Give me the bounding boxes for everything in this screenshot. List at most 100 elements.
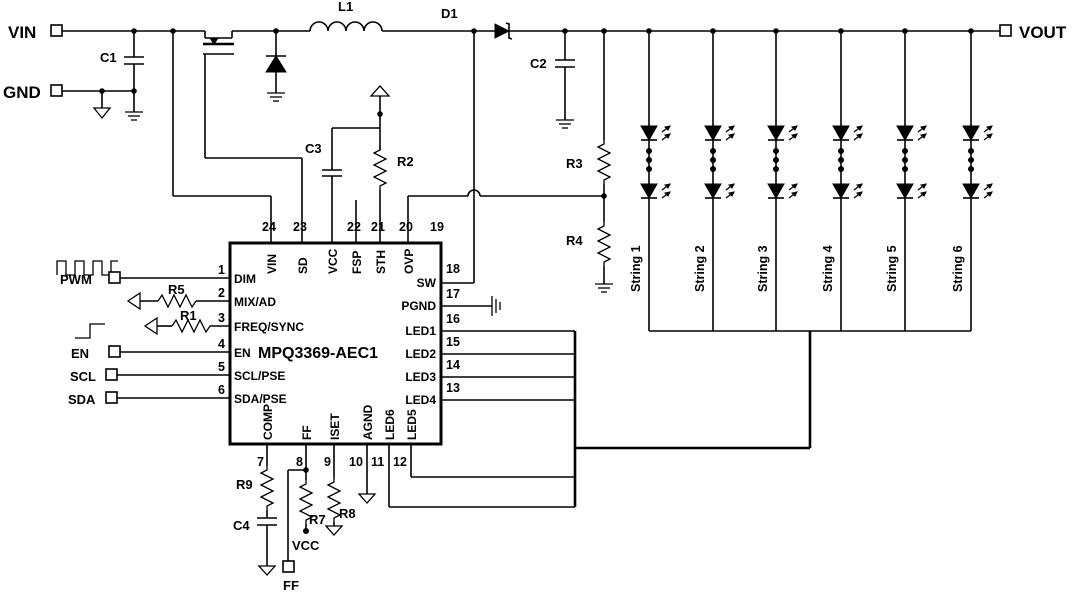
bottom-pin-2-number: 9 bbox=[324, 455, 331, 469]
left-pin-0-name: DIM bbox=[234, 272, 256, 286]
led-diode-icon bbox=[896, 125, 914, 142]
bottom-pin-4-number: 11 bbox=[371, 455, 384, 469]
sda-label: SDA bbox=[68, 392, 96, 407]
left-pin-3-name: EN bbox=[234, 346, 251, 360]
top-pin-0-name: VIN bbox=[265, 254, 279, 274]
c1-label: C1 bbox=[100, 50, 117, 65]
led-strings: String 1 String 2 String 3 String 4 String 5… bbox=[629, 28, 993, 331]
led-string-5: String 5 bbox=[885, 28, 927, 331]
bottom-pin-1-name: FF bbox=[300, 425, 314, 440]
chip-body bbox=[228, 241, 443, 446]
right-pin-3-number: 15 bbox=[446, 335, 460, 349]
led-diode-icon bbox=[832, 125, 850, 142]
right-pin-0-number: 18 bbox=[446, 262, 460, 276]
led-string-3: String 3 bbox=[756, 28, 798, 331]
top-pin-5-number: 20 bbox=[399, 220, 413, 234]
led-string-2: String 2 bbox=[693, 28, 735, 331]
scl-terminal bbox=[105, 368, 118, 381]
ff-terminal bbox=[282, 560, 295, 573]
chip-name: MPQ3369-AEC1 bbox=[258, 345, 378, 362]
top-pin-1-name: SD bbox=[296, 257, 310, 274]
led-diode-icon bbox=[640, 125, 658, 142]
string-label-2: String 2 bbox=[693, 245, 707, 292]
led-diode-icon bbox=[962, 125, 980, 142]
c2-label: C2 bbox=[530, 56, 547, 71]
left-pin-4-number: 5 bbox=[218, 360, 225, 374]
right-pin-4-name: LED3 bbox=[405, 370, 436, 384]
vin-label: VIN bbox=[8, 23, 36, 42]
r3-label: R3 bbox=[566, 156, 583, 171]
right-pin-3-name: LED2 bbox=[405, 347, 436, 361]
ff-label: FF bbox=[283, 578, 299, 593]
bottom-pin-5-number: 12 bbox=[393, 455, 407, 469]
led-diode-icon bbox=[767, 183, 785, 200]
top-pin-3-number: 22 bbox=[347, 220, 361, 234]
bottom-pin-3-number: 10 bbox=[349, 455, 363, 469]
power-stage: VIN GND C1 bbox=[3, 0, 1067, 293]
right-pin-1-number: 17 bbox=[446, 287, 460, 301]
string-label-1: String 1 bbox=[629, 245, 643, 292]
d1-label: D1 bbox=[441, 6, 458, 21]
string-label-4: String 4 bbox=[821, 245, 835, 292]
top-pin-3-name: FSP bbox=[350, 251, 364, 274]
l1-label: L1 bbox=[338, 0, 353, 14]
left-pin-5-name: SDA/PSE bbox=[234, 392, 287, 406]
right-pin-2-number: 16 bbox=[446, 312, 460, 326]
vcc-label: VCC bbox=[292, 538, 320, 553]
right-pin-5-name: LED4 bbox=[405, 393, 436, 407]
r4-label: R4 bbox=[566, 233, 583, 248]
right-pin-2-name: LED1 bbox=[405, 324, 436, 338]
gnd-terminal bbox=[50, 84, 63, 97]
bottom-pin-5-name: LED5 bbox=[405, 409, 419, 440]
top-pin-2-name: VCC bbox=[326, 248, 340, 274]
led-diode-icon bbox=[962, 183, 980, 200]
top-pin-4-name: STH bbox=[374, 250, 388, 274]
string-label-3: String 3 bbox=[756, 245, 770, 292]
bottom-pin-3-name: AGND bbox=[361, 404, 375, 440]
string-label-6: String 6 bbox=[951, 245, 965, 292]
led-string-6: String 6 bbox=[951, 28, 993, 331]
bottom-pin-2-name: ISET bbox=[328, 413, 342, 440]
led-string-1: String 1 bbox=[629, 28, 671, 331]
r5-label: R5 bbox=[168, 282, 185, 297]
scl-label: SCL bbox=[70, 369, 96, 384]
pwm-terminal bbox=[108, 271, 121, 284]
string-label-5: String 5 bbox=[885, 245, 899, 292]
left-pin-0-number: 1 bbox=[218, 263, 225, 277]
r2-label: R2 bbox=[397, 154, 414, 169]
led-diode-icon bbox=[896, 183, 914, 200]
left-pin-1-number: 2 bbox=[218, 286, 225, 300]
left-pin-2-name: FREQ/SYNC bbox=[234, 320, 304, 334]
left-pin-2-number: 3 bbox=[218, 311, 225, 325]
bottom-pin-0-number: 7 bbox=[257, 455, 264, 469]
led-diode-icon bbox=[832, 183, 850, 200]
sda-terminal bbox=[105, 391, 118, 404]
en-terminal bbox=[108, 345, 121, 358]
r9-label: R9 bbox=[236, 477, 253, 492]
led-string-4: String 4 bbox=[821, 28, 863, 331]
bottom-network: R9 C4 FF VCC R7 R8 bbox=[233, 444, 377, 593]
vout-label: VOUT bbox=[1019, 23, 1067, 42]
bottom-pin-0-name: COMP bbox=[261, 404, 275, 440]
r1-label: R1 bbox=[180, 308, 197, 323]
left-pin-4-name: SCL/PSE bbox=[234, 369, 285, 383]
top-pin-1-number: 23 bbox=[293, 220, 307, 234]
right-pin-1-name: PGND bbox=[401, 299, 436, 313]
bottom-pin-4-name: LED6 bbox=[383, 409, 397, 440]
c3-label: C3 bbox=[305, 141, 322, 156]
right-pin-4-number: 14 bbox=[446, 358, 460, 372]
led-diode-icon bbox=[704, 125, 722, 142]
left-pin-3-number: 4 bbox=[218, 337, 225, 351]
led-diode-icon bbox=[640, 183, 658, 200]
c4-label: C4 bbox=[233, 518, 250, 533]
top-pin-6-number: 19 bbox=[430, 220, 444, 234]
ic-chip: MPQ3369-AEC1 bbox=[228, 241, 443, 446]
led-diode-icon bbox=[704, 183, 722, 200]
en-label: EN bbox=[71, 346, 89, 361]
right-pin-0-name: SW bbox=[417, 276, 437, 290]
gnd-label: GND bbox=[3, 83, 41, 102]
pwm-label: PWM bbox=[60, 272, 92, 287]
vin-terminal bbox=[50, 24, 63, 37]
